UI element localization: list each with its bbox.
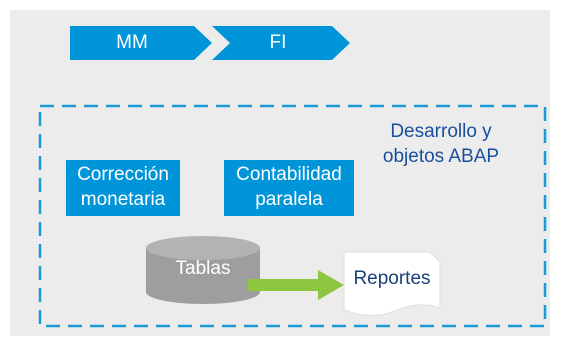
abap-group-title: Desarrollo y objetos ABAP <box>376 120 506 169</box>
tables-label: Tablas <box>175 258 231 279</box>
chevron-mm <box>70 26 212 60</box>
abap-group-border <box>38 104 547 328</box>
currency-correction-line1: Corrección <box>77 164 169 186</box>
parallel-accounting-line2: paralela <box>255 189 323 210</box>
abap-group-title-line2: objetos ABAP <box>382 145 500 167</box>
chevron-mm-label: MM <box>116 32 148 54</box>
currency-correction-line2: monetaria <box>80 189 166 210</box>
abap-group-title-line1: Desarrollo y <box>390 121 492 142</box>
parallel-accounting-line1: Contabilidad <box>236 164 342 186</box>
reports-label: Reportes <box>353 268 431 289</box>
tables-cylinder <box>146 236 260 304</box>
chevron-fi-label: FI <box>269 32 287 54</box>
flow-arrow <box>248 270 344 300</box>
reports-document <box>343 251 441 316</box>
chevron-fi <box>212 26 350 60</box>
parallel-accounting-box: Contabilidad paralela <box>224 160 354 216</box>
currency-correction-box: Corrección monetaria <box>66 160 180 216</box>
